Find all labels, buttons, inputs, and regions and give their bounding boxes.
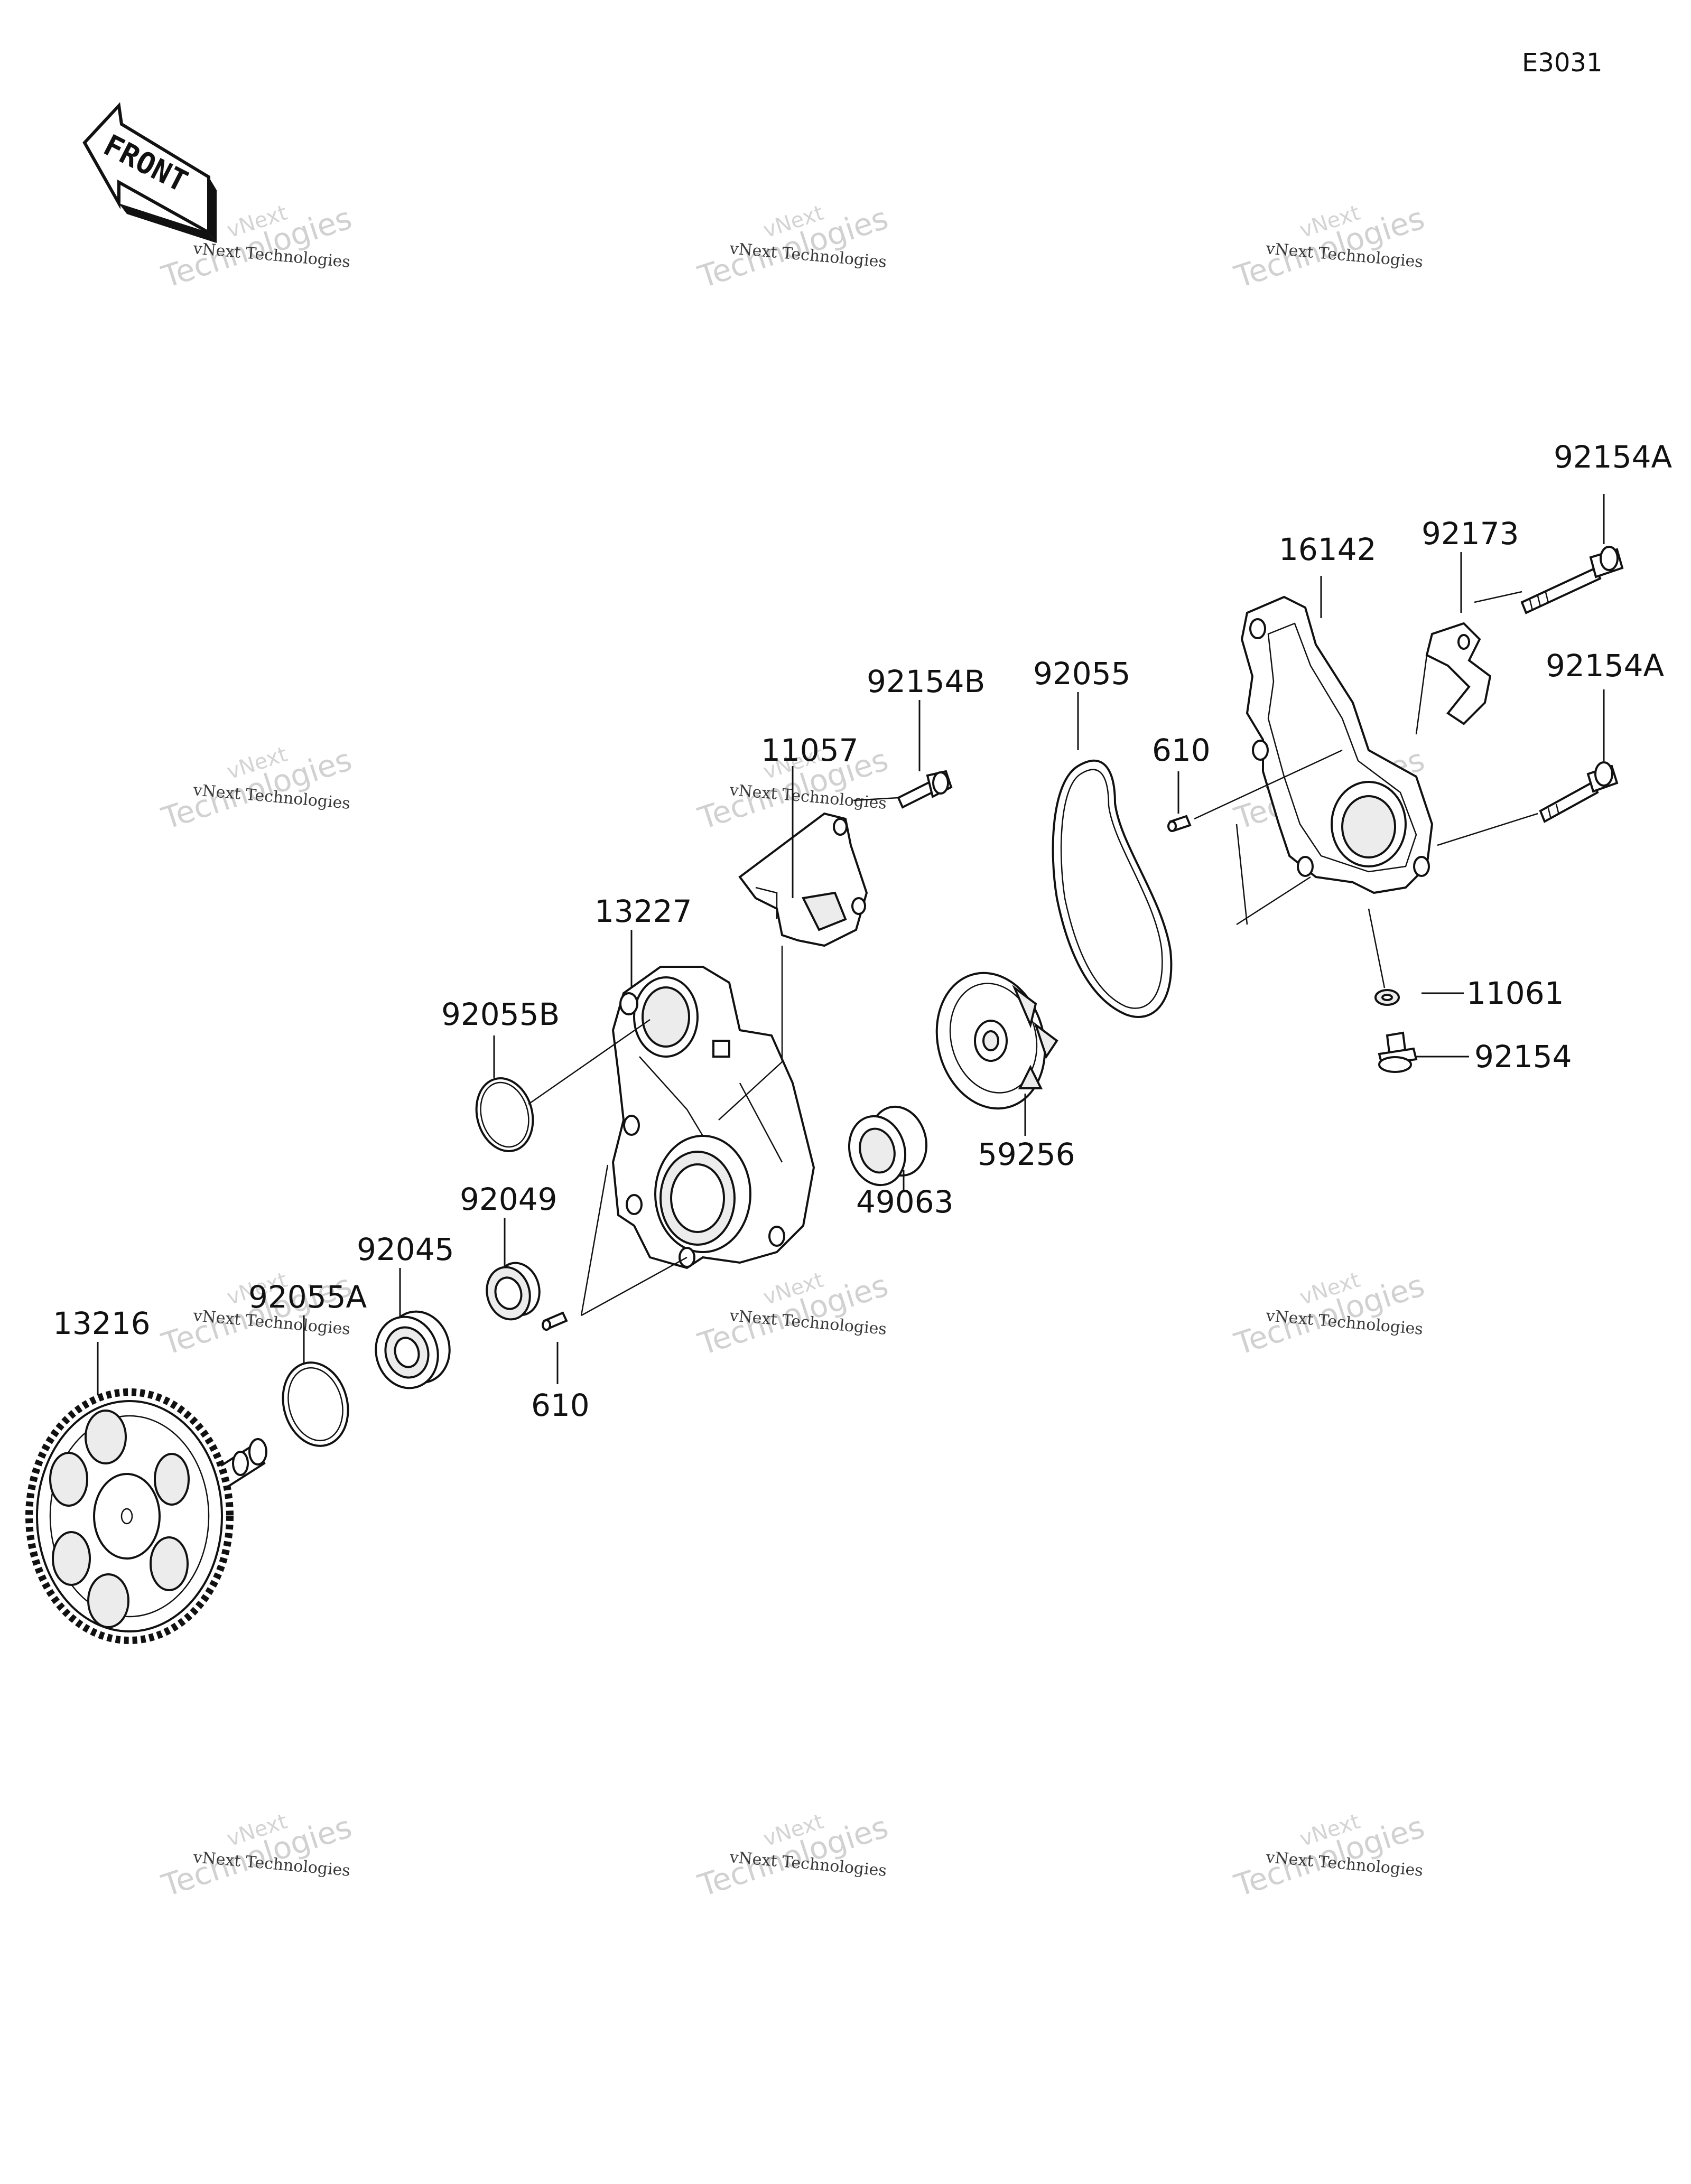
callout-92154A-mid: 92154A xyxy=(1546,648,1665,684)
callout-92173: 92173 xyxy=(1421,516,1519,552)
watermark: vNext Technologies vNext Technologies xyxy=(693,1267,892,1362)
part-13227-pump-housing[interactable] xyxy=(611,966,815,1270)
watermark: vNext Technologies vNext Technologies xyxy=(693,1809,892,1904)
watermark: vNext Technologies vNext Technologies xyxy=(1230,1809,1428,1904)
part-49063-mechanical-seal[interactable] xyxy=(842,1100,934,1191)
part-92055-o-ring[interactable] xyxy=(1052,759,1173,1018)
diagram-code: E3031 xyxy=(1522,48,1602,78)
part-11057-gasket[interactable] xyxy=(738,812,868,947)
callout-11061: 11061 xyxy=(1466,975,1564,1011)
callout-92154A-top: 92154A xyxy=(1554,439,1673,475)
part-610-dowel-pin-lower[interactable] xyxy=(542,1311,568,1331)
callout-610-upper: 610 xyxy=(1152,732,1211,768)
callout-92045: 92045 xyxy=(357,1231,454,1267)
watermark: vNext Technologies vNext Technologies xyxy=(693,200,892,295)
part-16142-pump-cover[interactable] xyxy=(1240,595,1434,894)
callout-92055: 92055 xyxy=(1033,656,1131,692)
part-92045-bearing[interactable] xyxy=(368,1304,457,1395)
part-11061-washer[interactable] xyxy=(1374,989,1400,1006)
leader-lines xyxy=(97,494,1605,1395)
callout-49063: 49063 xyxy=(856,1184,954,1220)
part-13216-gear[interactable] xyxy=(25,1388,267,1644)
callout-92055B: 92055B xyxy=(441,996,560,1032)
callout-92049: 92049 xyxy=(460,1181,558,1217)
callout-13216: 13216 xyxy=(53,1305,151,1341)
part-92154-bolt-small[interactable] xyxy=(1378,1031,1418,1073)
part-92055B-o-ring[interactable] xyxy=(469,1072,541,1158)
part-92154A-bolt-mid[interactable] xyxy=(1539,761,1619,823)
part-92154B-bolt[interactable] xyxy=(897,770,953,809)
callout-92055A: 92055A xyxy=(248,1279,367,1315)
callout-59256: 59256 xyxy=(978,1136,1075,1172)
callout-16142: 16142 xyxy=(1279,531,1377,567)
callout-610-lower: 610 xyxy=(531,1387,590,1423)
callout-labels: 92154A 92173 16142 92154A 92055 610 9215… xyxy=(53,439,1673,1423)
watermark: vNext Technologies vNext Technologies xyxy=(157,742,356,837)
part-59256-impeller[interactable] xyxy=(922,961,1060,1121)
watermark-grid: vNext Technologies vNext Technologies vN… xyxy=(157,200,1428,1904)
watermark: vNext Technologies vNext Technologies xyxy=(157,1809,356,1904)
callout-13227: 13227 xyxy=(594,893,692,929)
part-92154A-bolt-top[interactable] xyxy=(1520,546,1624,614)
part-92055A-o-ring[interactable] xyxy=(274,1355,357,1453)
part-92049-oil-seal[interactable] xyxy=(481,1258,545,1324)
callout-92154: 92154 xyxy=(1474,1039,1572,1075)
part-92173-clamp[interactable] xyxy=(1425,622,1492,725)
front-direction-arrow: FRONT xyxy=(82,102,217,243)
callout-92154B: 92154B xyxy=(867,664,985,699)
watermark: vNext Technologies vNext Technologies xyxy=(1230,1267,1428,1362)
part-610-dowel-pin-upper[interactable] xyxy=(1167,815,1192,832)
watermark: vNext Technologies vNext Technologies xyxy=(1230,200,1428,295)
callout-11057: 11057 xyxy=(761,732,859,768)
